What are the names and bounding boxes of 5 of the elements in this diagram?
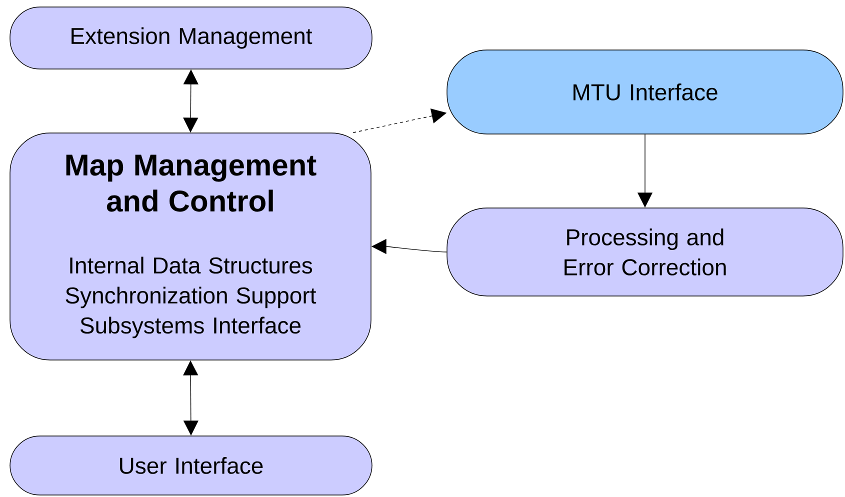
- interface-pill: MTU Interface: [446, 50, 844, 134]
- module-pill: Processing and Error Correction: [446, 208, 844, 296]
- module-pill: User Interface: [10, 436, 372, 496]
- module-pill: Extension Management: [10, 6, 372, 70]
- module-box: Map Management and Control Internal Data Structures Synchronization Support Subsystems Interface: [10, 132, 372, 360]
